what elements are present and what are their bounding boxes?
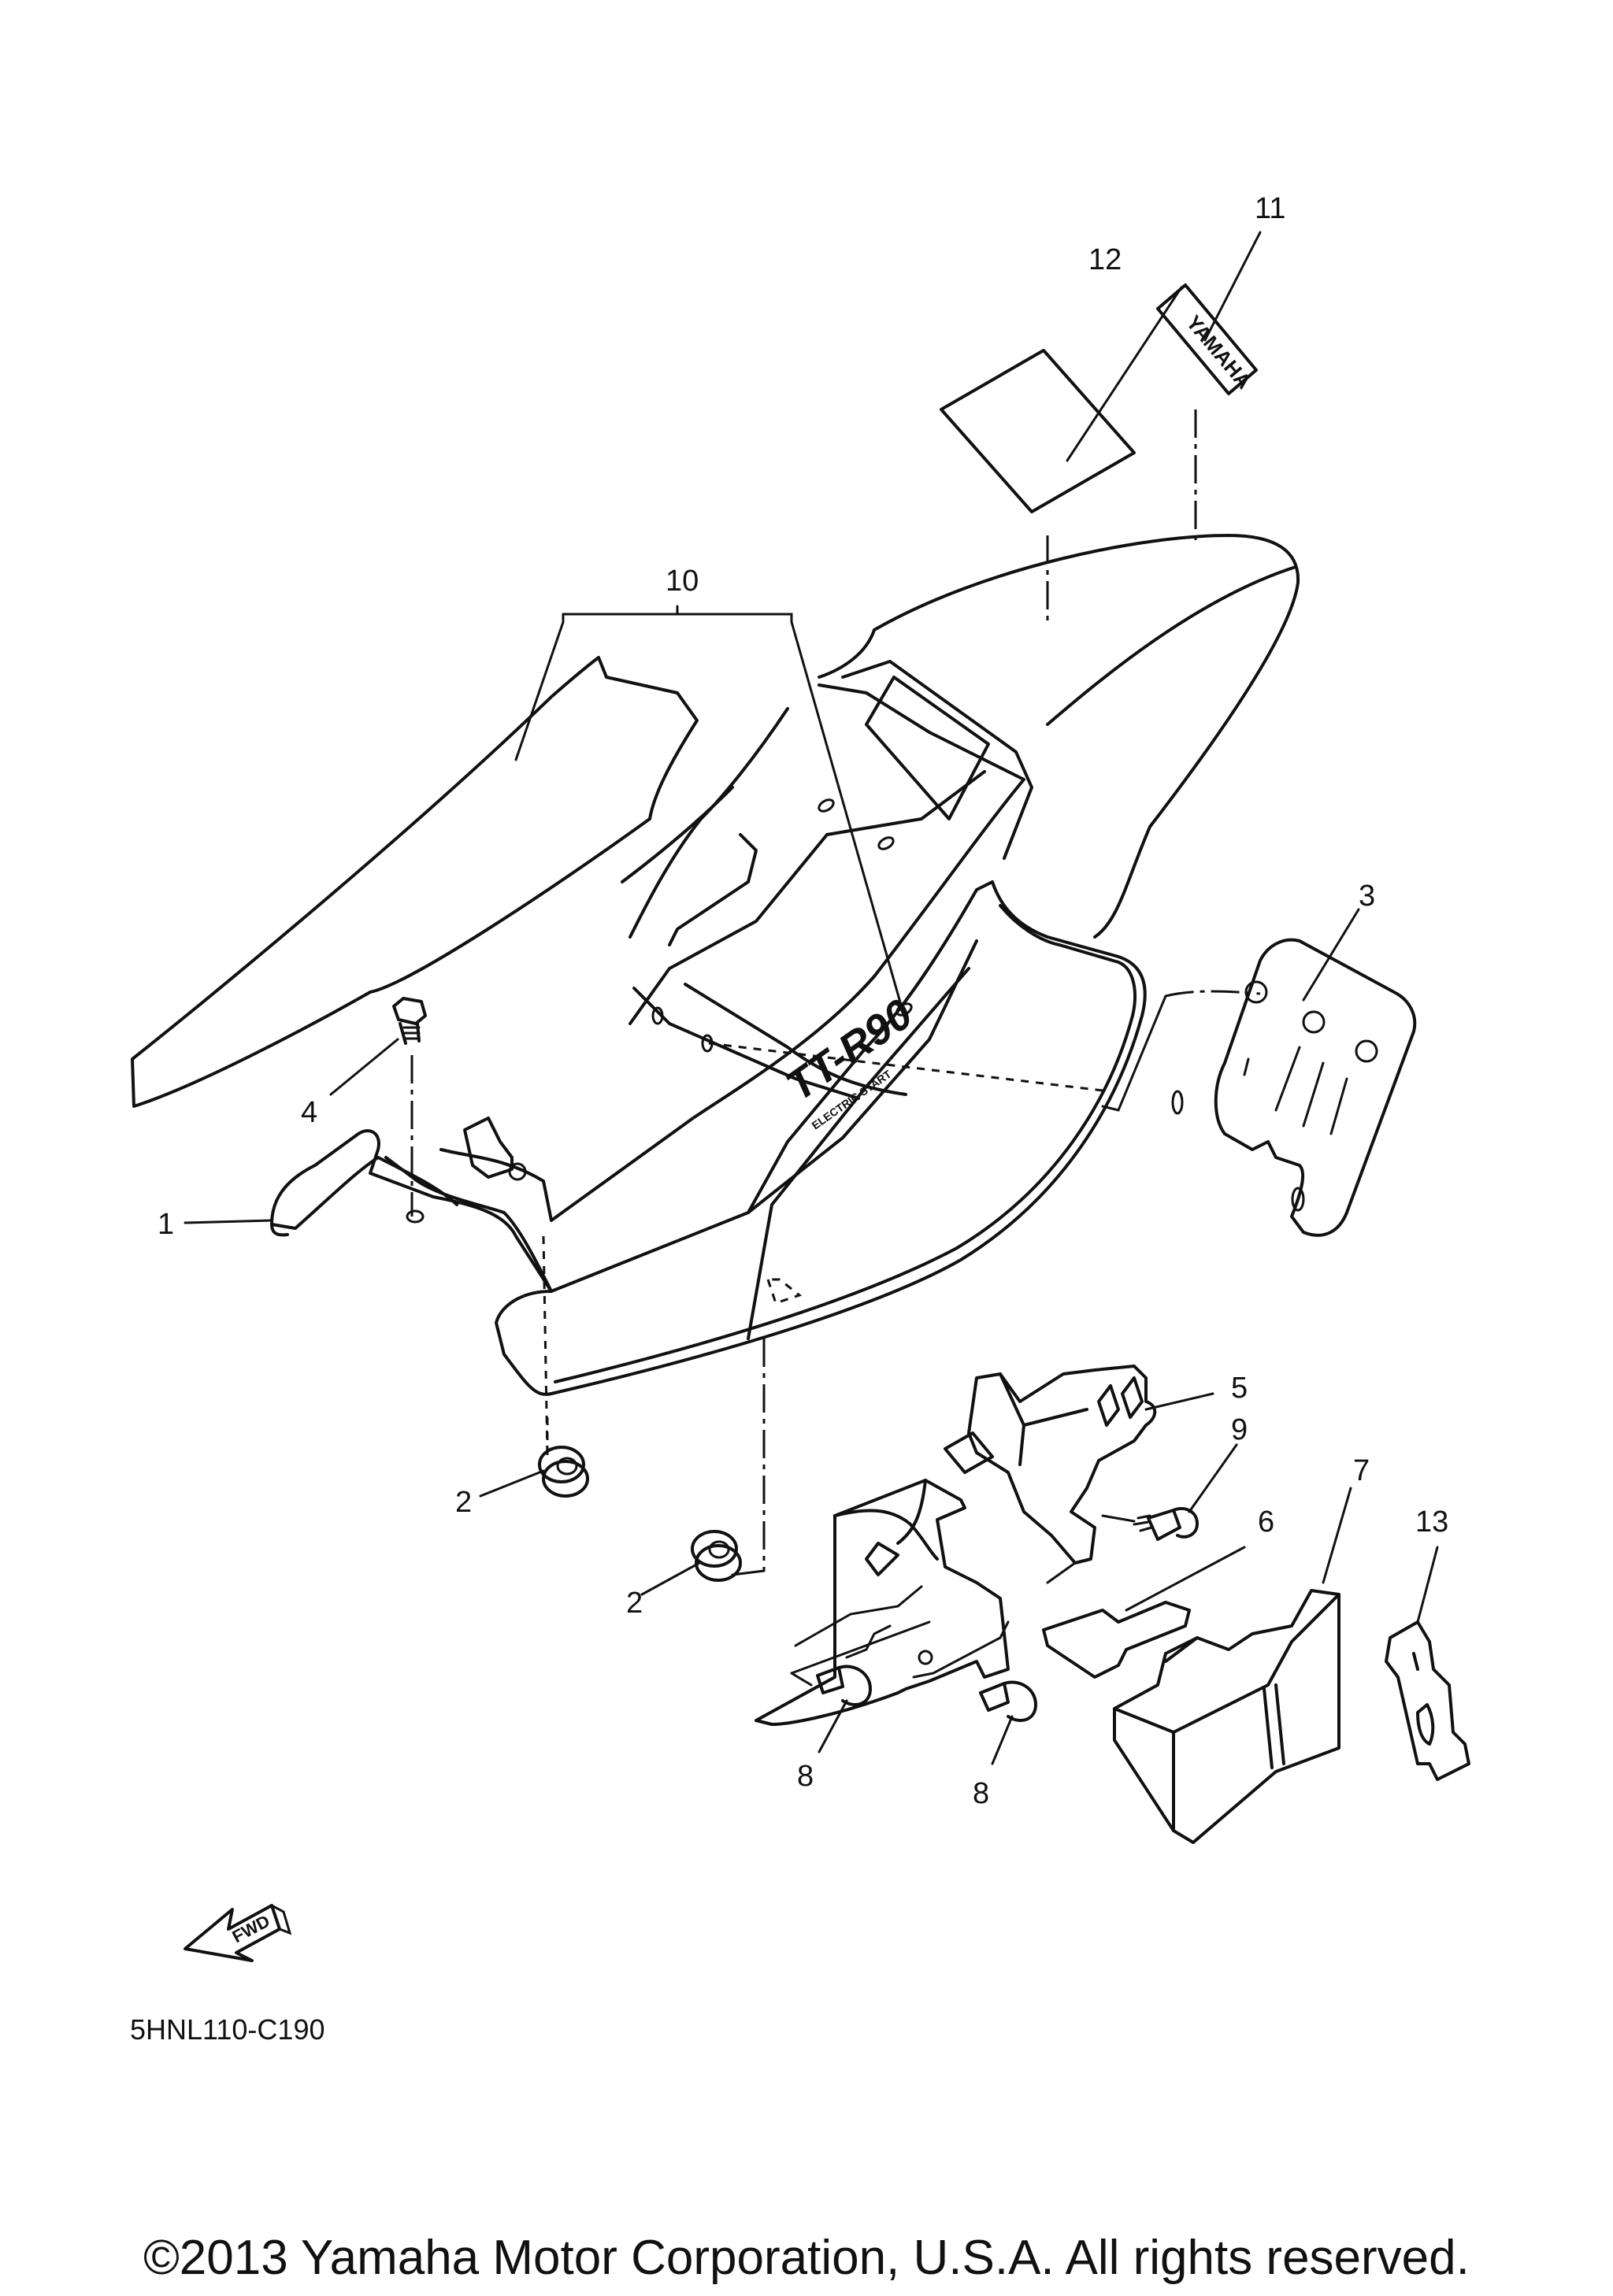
- callout-13: 13: [1415, 1505, 1448, 1539]
- callout-7: 7: [1353, 1454, 1370, 1487]
- callout-3: 3: [1359, 880, 1375, 913]
- callout-9: 9: [1231, 1413, 1248, 1446]
- band-part: [1385, 1546, 1470, 1781]
- grommet-part-right: [640, 1339, 766, 1596]
- damper-part: [1042, 1546, 1246, 1679]
- label-part: [940, 286, 1183, 622]
- grommet-part-left: [479, 1417, 589, 1498]
- callout-11: 11: [1255, 192, 1285, 225]
- bolt-part-4: [329, 997, 427, 1217]
- callout-2b: 2: [626, 1587, 643, 1620]
- battery-case-part: [1113, 1487, 1352, 1844]
- bracket-part: [1101, 908, 1417, 1237]
- bolt-part-8-right: [979, 1680, 1037, 1765]
- battery-box-part: [755, 1365, 1214, 1726]
- callout-4: 4: [301, 1096, 317, 1129]
- callout-labels: 1 2 2 3 4 5 6 7 8 8 9 10 11 12 13: [158, 192, 1448, 1810]
- diagram-code: 5HNL110-C190: [130, 2013, 324, 2046]
- fwd-arrow-icon: FWD: [184, 1904, 292, 1962]
- callout-8a: 8: [797, 1760, 814, 1793]
- callout-1: 1: [158, 1208, 174, 1241]
- seat-cover-assembly: [131, 534, 1300, 1222]
- callout-2a: 2: [455, 1486, 472, 1519]
- emblem-part: YAMAHA: [1156, 231, 1262, 543]
- bolt-part-8-left: [816, 1665, 872, 1753]
- callout-10: 10: [666, 565, 699, 598]
- callout-8b: 8: [973, 1777, 989, 1810]
- callout-12: 12: [1088, 243, 1122, 276]
- callout-6: 6: [1258, 1505, 1274, 1539]
- copyright-notice: ©2013 Yamaha Motor Corporation, U.S.A. A…: [143, 2231, 1470, 2285]
- bolt-part-9: [1101, 1443, 1238, 1541]
- callout-5: 5: [1231, 1372, 1248, 1405]
- side-cover-part: TT-R90 ELECTRIC START: [270, 880, 1147, 1457]
